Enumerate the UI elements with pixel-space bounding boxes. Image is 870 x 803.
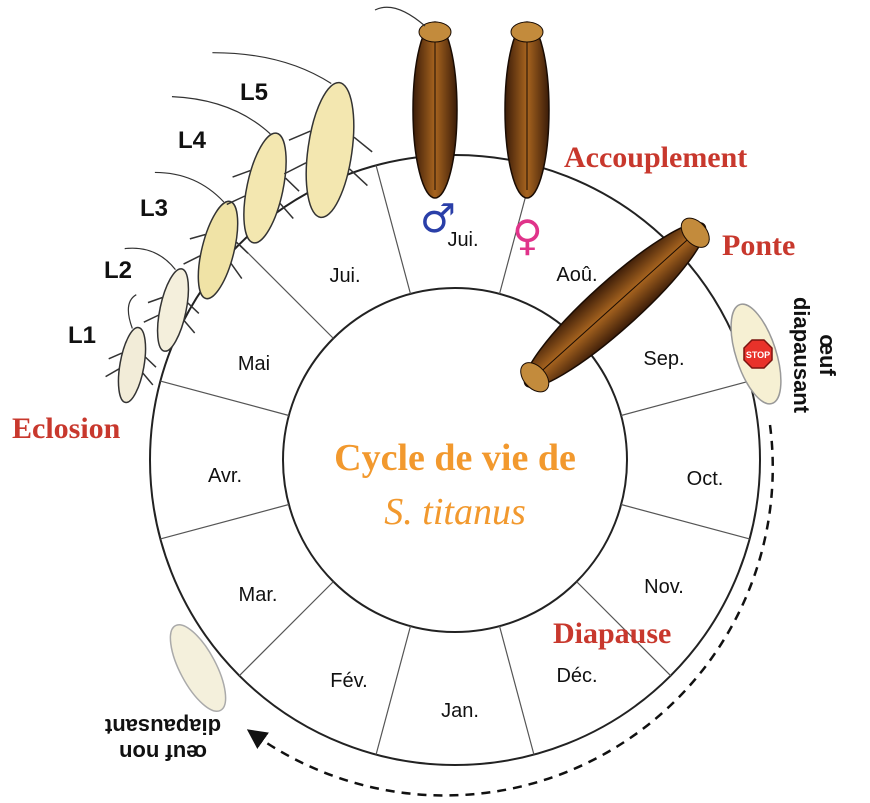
month-divider xyxy=(160,505,288,539)
event-label-accouplement: Accouplement xyxy=(564,141,747,174)
diapausing-egg: STOP œuf diapausant xyxy=(721,297,840,414)
month-divider xyxy=(376,626,410,754)
month-label-nov: Nov. xyxy=(644,576,684,598)
egg-label-non-diapausing-line2: diapausant xyxy=(104,714,221,739)
month-label-dec: Déc. xyxy=(556,665,597,687)
stage-label-l2: L2 xyxy=(104,257,132,284)
non-diapausing-egg: œuf non diapausant xyxy=(104,617,236,765)
month-label-feb: Fév. xyxy=(330,670,367,692)
egg-label-diapausing-line2: diapausant xyxy=(789,297,814,414)
month-label-jun: Jui. xyxy=(329,265,360,287)
center-title: Cycle de vie de xyxy=(334,437,576,479)
egg-label-non-diapausing-line1: œuf non xyxy=(119,740,207,765)
month-divider xyxy=(500,626,534,754)
month-divider xyxy=(376,165,410,293)
month-label-mar: Mar. xyxy=(239,584,278,606)
event-label-diapause: Diapause xyxy=(553,617,671,650)
month-label-jan: Jan. xyxy=(441,700,479,722)
egg-label-diapausing-line1: œuf xyxy=(815,334,840,376)
month-label-may: Mai xyxy=(238,353,270,375)
event-label-ponte: Ponte xyxy=(722,229,795,262)
larval-stages: L1 L2 L3 L4 L5 xyxy=(68,50,383,407)
nymph-l5-icon xyxy=(192,50,383,223)
month-label-oct: Oct. xyxy=(687,468,724,490)
nymph-l3-icon xyxy=(128,169,262,305)
non-diapausing-egg-icon xyxy=(160,617,237,719)
month-divider xyxy=(160,381,288,415)
stage-label-l5: L5 xyxy=(240,79,268,106)
stage-label-l1: L1 xyxy=(68,322,96,349)
event-label-eclosion: Eclosion xyxy=(12,412,121,445)
month-divider xyxy=(621,505,749,539)
female-symbol: ♀ xyxy=(512,211,543,260)
month-divider xyxy=(239,244,333,338)
adult-male-icon xyxy=(375,7,457,198)
month-label-apr: Avr. xyxy=(208,465,242,487)
stage-label-l4: L4 xyxy=(178,127,207,154)
center-species: S. titanus xyxy=(384,491,525,533)
male-symbol: ♂ xyxy=(420,196,456,242)
stage-label-l3: L3 xyxy=(140,195,168,222)
month-label-aug: Aoû. xyxy=(556,264,597,286)
stop-sign-text: STOP xyxy=(746,350,770,360)
stop-sign-icon: STOP xyxy=(744,340,772,368)
month-label-sep: Sep. xyxy=(643,348,684,370)
month-divider xyxy=(621,381,749,415)
adult-female-icon xyxy=(505,22,549,198)
